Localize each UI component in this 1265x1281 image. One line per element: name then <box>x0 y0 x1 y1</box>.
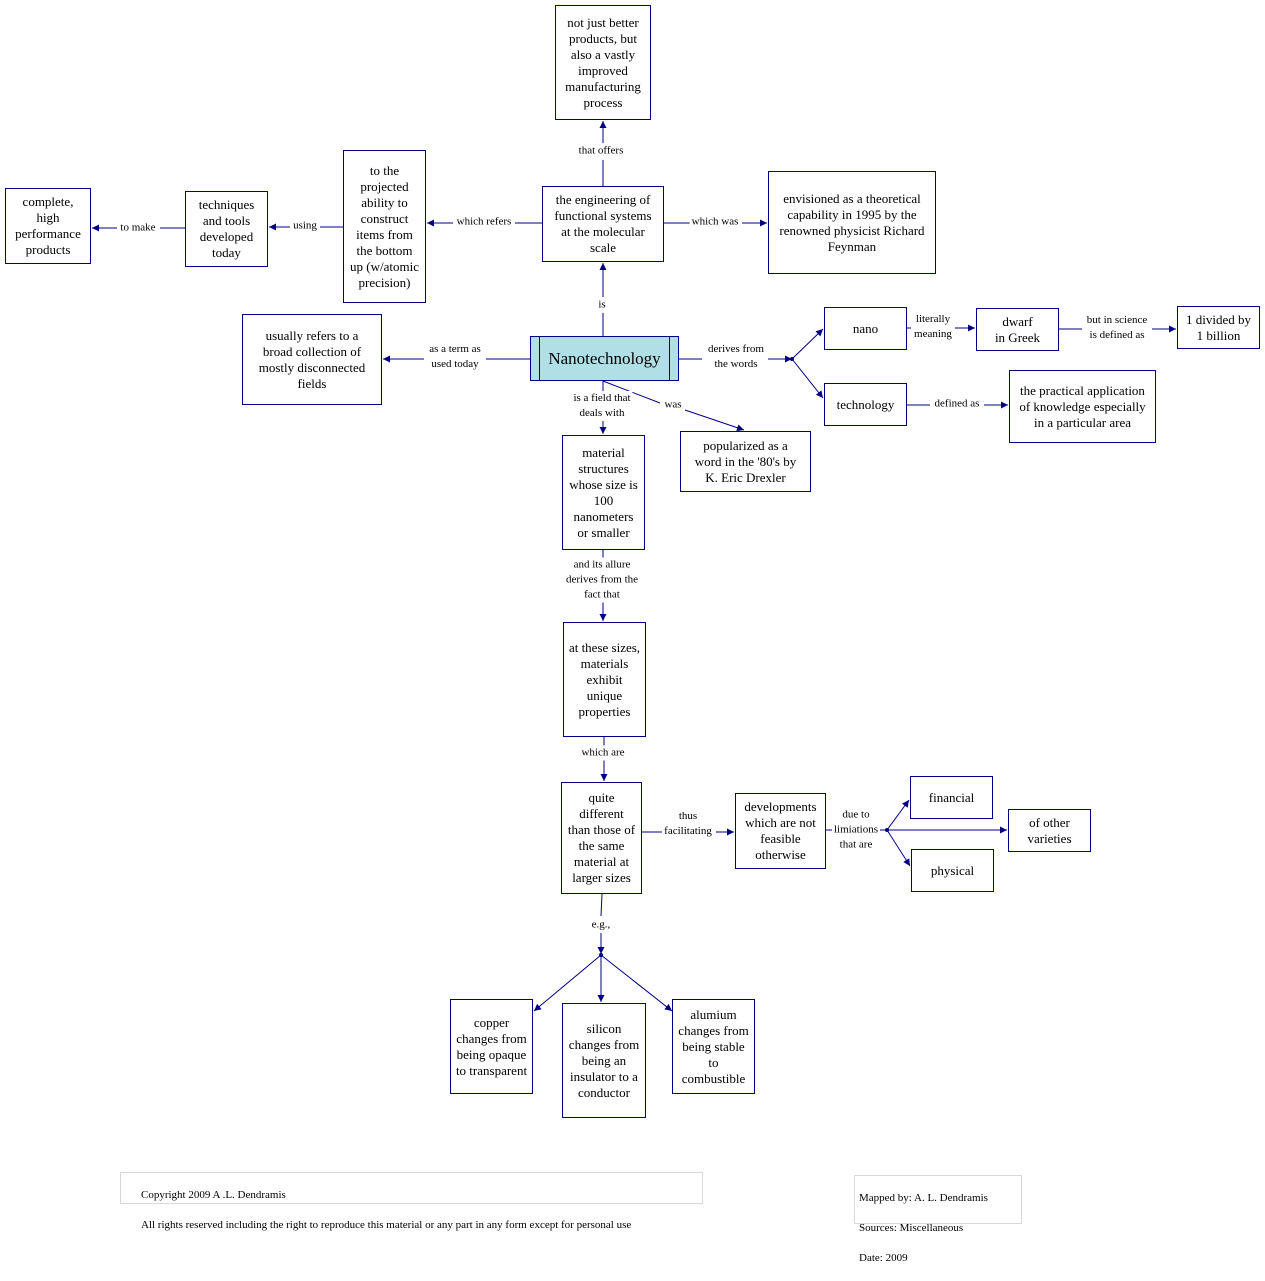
label-was: was <box>662 397 684 413</box>
root-concept-text: Nanotechnology <box>548 348 661 368</box>
label-due-to-limitations: due to limiations that are <box>832 807 880 853</box>
link-junction-copper <box>533 954 602 1012</box>
label-literally-meaning: literally meaning <box>912 312 954 342</box>
concept-usually-refers[interactable]: usually refers to a broad collection of … <box>242 314 382 405</box>
link-junction-nano <box>791 328 824 360</box>
link-junction-alumium <box>600 954 673 1012</box>
link-junction-financial <box>886 799 910 831</box>
concept-techniques[interactable]: techniques and tools developed today <box>185 191 268 267</box>
label-to-make: to make <box>118 220 158 236</box>
junction-derives <box>790 357 794 361</box>
label-defined-as: defined as <box>932 396 982 412</box>
mapped-by: Mapped by: A. L. Dendramis <box>859 1192 988 1204</box>
concept-silicon[interactable]: silicon changes from being an insulator … <box>562 1003 646 1118</box>
concept-complete-products[interactable]: complete, high performance products <box>5 188 91 264</box>
label-which-are: which are <box>579 745 627 761</box>
label-thus-facilitating: thus facilitating <box>662 809 714 839</box>
copyright-line-2: All rights reserved including the right … <box>141 1219 632 1231</box>
label-which-refers: which refers <box>454 214 514 230</box>
concept-financial[interactable]: financial <box>910 776 993 819</box>
label-and-its-allure: and its allure derives from the fact tha… <box>563 557 641 603</box>
link-was-popularized <box>684 409 745 432</box>
concept-better-products[interactable]: not just better products, but also a vas… <box>555 5 651 120</box>
map-date: Date: 2009 <box>859 1252 908 1264</box>
label-but-in-science: but in science is defined as <box>1084 313 1150 343</box>
concept-other-varieties[interactable]: of other varieties <box>1008 809 1091 852</box>
map-info-box: Mapped by: A. L. Dendramis Sources: Misc… <box>854 1175 1022 1264</box>
link-junction-technology <box>791 358 824 399</box>
copyright-box: Copyright 2009 A .L. Dendramis All right… <box>120 1172 703 1231</box>
concept-engineering[interactable]: the engineering of functional systems at… <box>542 186 664 262</box>
root-concept-node[interactable]: Nanotechnology <box>530 336 679 381</box>
junction-examples <box>599 953 603 957</box>
label-derives-from: derives from the words <box>706 342 766 372</box>
label-that-offers: that offers <box>576 143 626 159</box>
sources: Sources: Miscellaneous <box>859 1222 964 1234</box>
concept-nano[interactable]: nano <box>824 307 907 350</box>
concept-developments[interactable]: developments which are not feasible othe… <box>735 793 826 869</box>
connection-lines <box>92 121 1176 1012</box>
label-which-was: which was <box>689 214 741 230</box>
concept-copper[interactable]: copper changes from being opaque to tran… <box>450 999 533 1094</box>
link-quite-eg <box>600 893 603 917</box>
concept-feynman[interactable]: envisioned as a theoretical capability i… <box>768 171 936 274</box>
junction-limitations <box>885 828 889 832</box>
copyright-line-1: Copyright 2009 A .L. Dendramis <box>141 1189 286 1201</box>
concept-practical-application[interactable]: the practical application of knowledge e… <box>1009 370 1156 443</box>
label-is-a-field: is a field that deals with <box>571 391 633 421</box>
concept-technology[interactable]: technology <box>824 383 907 426</box>
label-as-a-term: as a term as used today <box>427 342 483 372</box>
concept-material-structures[interactable]: material structures whose size is 100 na… <box>562 435 645 550</box>
concept-popularized[interactable]: popularized as a word in the '80's by K.… <box>680 431 811 492</box>
label-using: using <box>291 218 319 234</box>
concept-physical[interactable]: physical <box>911 849 994 892</box>
label-eg: e.g., <box>589 917 613 933</box>
concept-quite-different[interactable]: quite different than those of the same m… <box>561 782 642 894</box>
root-left-bar <box>539 337 540 380</box>
link-junction-physical <box>886 829 911 867</box>
label-is: is <box>596 297 608 313</box>
concept-projected[interactable]: to the projected ability to construct it… <box>343 150 426 303</box>
concept-one-billion[interactable]: 1 divided by 1 billion <box>1177 306 1260 349</box>
concept-unique-properties[interactable]: at these sizes, materials exhibit unique… <box>563 622 646 737</box>
concept-alumium[interactable]: alumium changes from being stable to com… <box>672 999 755 1094</box>
concept-dwarf[interactable]: dwarf in Greek <box>976 308 1059 351</box>
root-right-bar <box>669 337 670 380</box>
